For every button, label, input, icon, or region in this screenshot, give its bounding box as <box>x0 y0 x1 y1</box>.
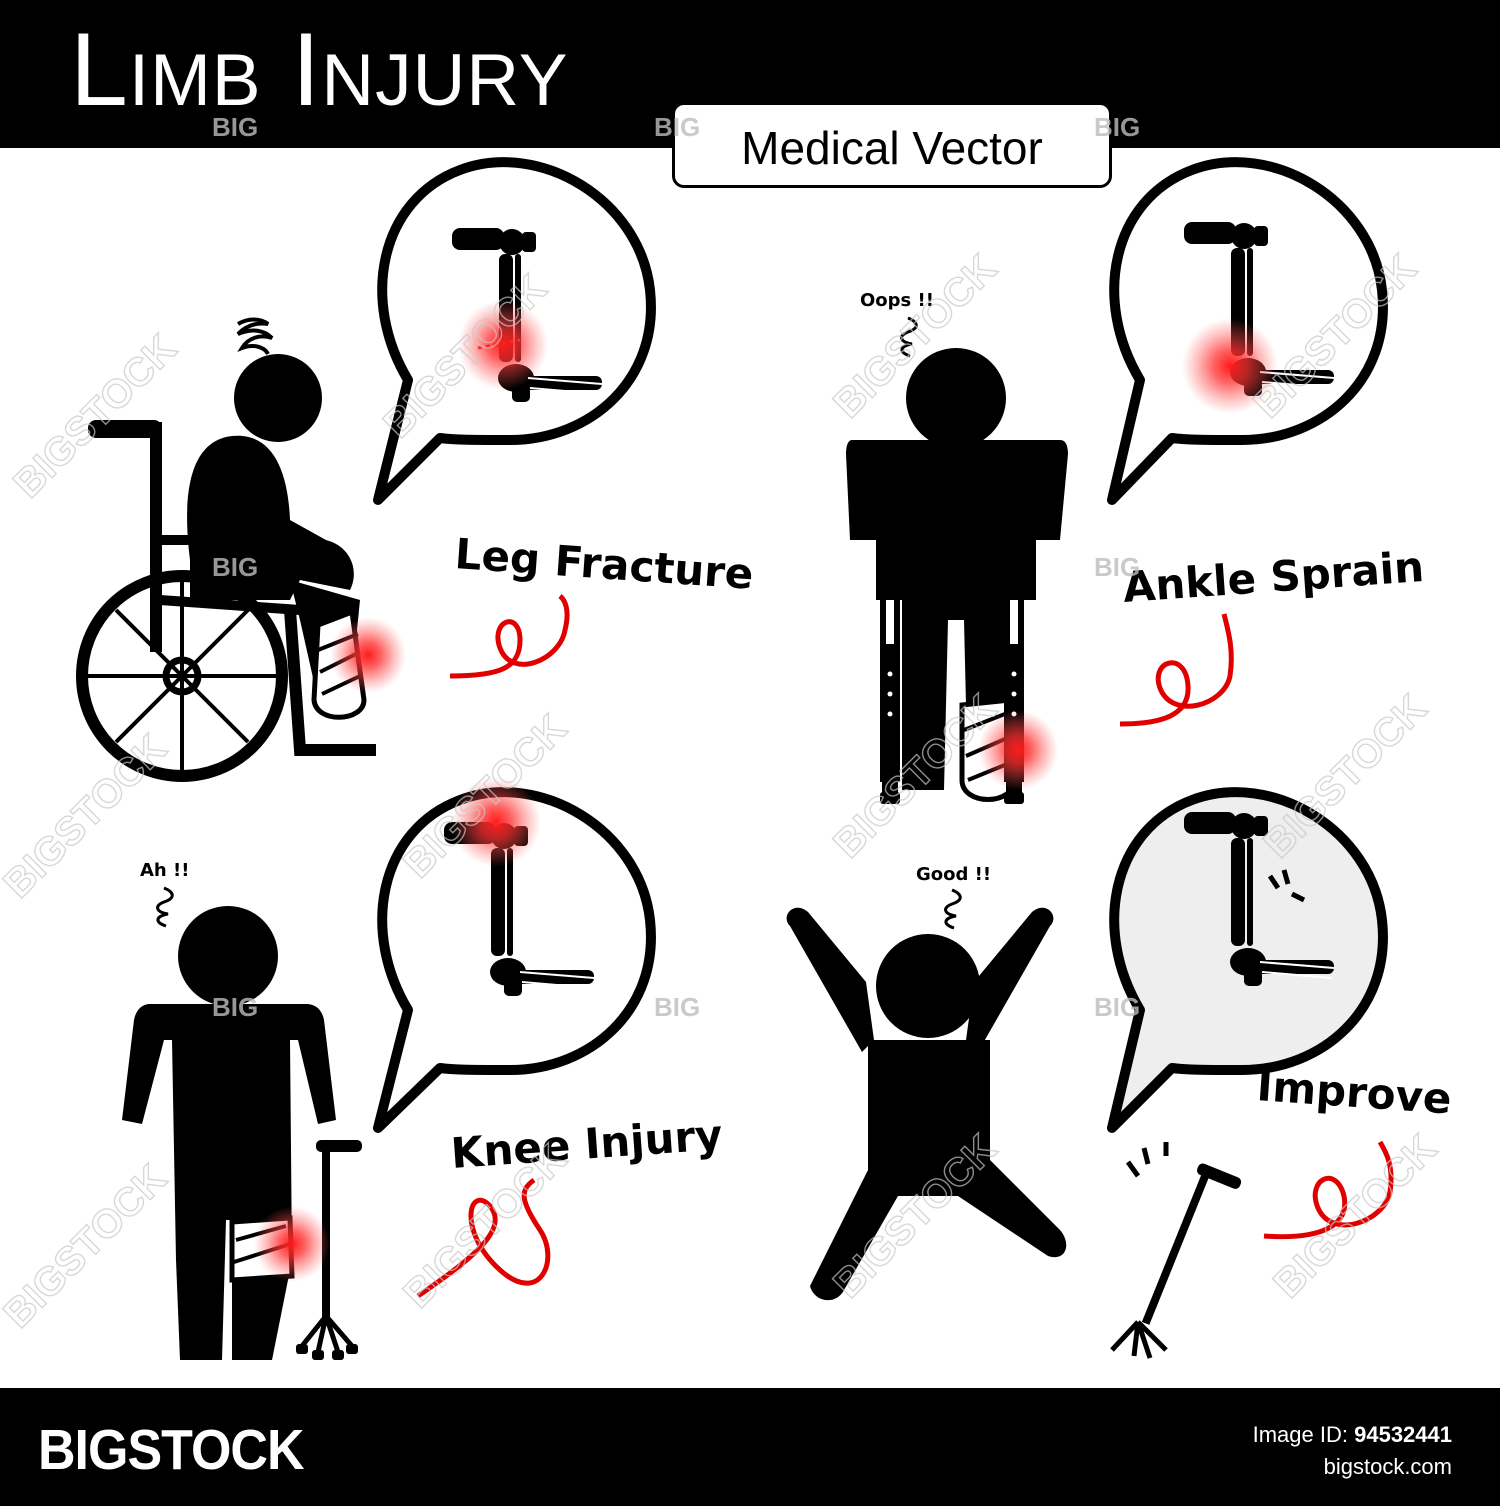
squiggle-icon <box>900 316 918 358</box>
watermark-small: BIG <box>1094 992 1140 1022</box>
subtitle-box: Medical Vector <box>672 102 1112 188</box>
speech-bubble <box>1107 157 1388 505</box>
panel-knee-injury: Ah !! Knee Injury <box>122 777 724 1360</box>
page-subtitle: Medical Vector <box>741 122 1043 174</box>
exclamation-good: Good !! <box>916 864 991 885</box>
image-id-value: 94532441 <box>1354 1422 1452 1447</box>
watermark-small: BIG <box>1094 112 1140 142</box>
squiggle-icon <box>156 886 174 928</box>
watermark-large: BIGSTOCK <box>1265 1126 1445 1306</box>
label-knee-injury: Knee Injury <box>449 1110 724 1178</box>
watermark-small: BIG <box>212 992 258 1022</box>
label-improve: Improve <box>1255 1061 1453 1123</box>
watermark-small: BIG <box>654 992 700 1022</box>
exclamation-ah: Ah !! <box>140 860 189 881</box>
footer-bar: BIGSTOCK Image ID: 94532441 bigstock.com <box>0 1388 1500 1506</box>
watermark-small: BIG <box>212 552 258 582</box>
panel-ankle-sprain: Oops !! Ankle Sprain <box>846 157 1425 804</box>
image-id-label: Image ID: <box>1252 1422 1348 1447</box>
panel-leg-fracture: Leg Fracture <box>76 157 755 782</box>
panel-improve: Good !! Improve <box>786 787 1453 1359</box>
squiggle-arrow-icon <box>449 594 570 679</box>
person-cane-icon <box>122 906 362 1360</box>
speech-bubble <box>373 777 656 1133</box>
person-wheelchair-icon <box>76 317 376 782</box>
footer-site-link[interactable]: bigstock.com <box>1323 1454 1452 1479</box>
footer-brand-logo[interactable]: BIGSTOCK <box>38 1419 305 1482</box>
person-jumping-icon <box>786 907 1067 1301</box>
exclamation-oops: Oops !! <box>860 290 934 311</box>
label-ankle-sprain: Ankle Sprain <box>1121 542 1425 612</box>
watermark-small: BIG <box>212 112 258 142</box>
footer-image-id: Image ID: 94532441 <box>1253 1422 1452 1448</box>
illustration-scene: Leg Fracture Oops !! Ankle Sprain <box>0 112 1453 1390</box>
cane-icon <box>1110 1142 1242 1359</box>
watermark-large: BIGSTOCK <box>0 1156 175 1336</box>
squiggle-icon <box>944 888 962 930</box>
squiggle-arrow-icon <box>1263 1140 1394 1240</box>
squiggle-arrow-icon <box>1119 613 1234 727</box>
watermark-small: BIG <box>1094 552 1140 582</box>
watermark-small: BIG <box>654 112 700 142</box>
speech-bubble <box>373 157 656 505</box>
page-title: Limb Injury <box>70 12 569 128</box>
squiggle-arrow-icon <box>416 1177 551 1299</box>
label-leg-fracture: Leg Fracture <box>453 529 755 599</box>
speech-bubble <box>1107 787 1388 1133</box>
